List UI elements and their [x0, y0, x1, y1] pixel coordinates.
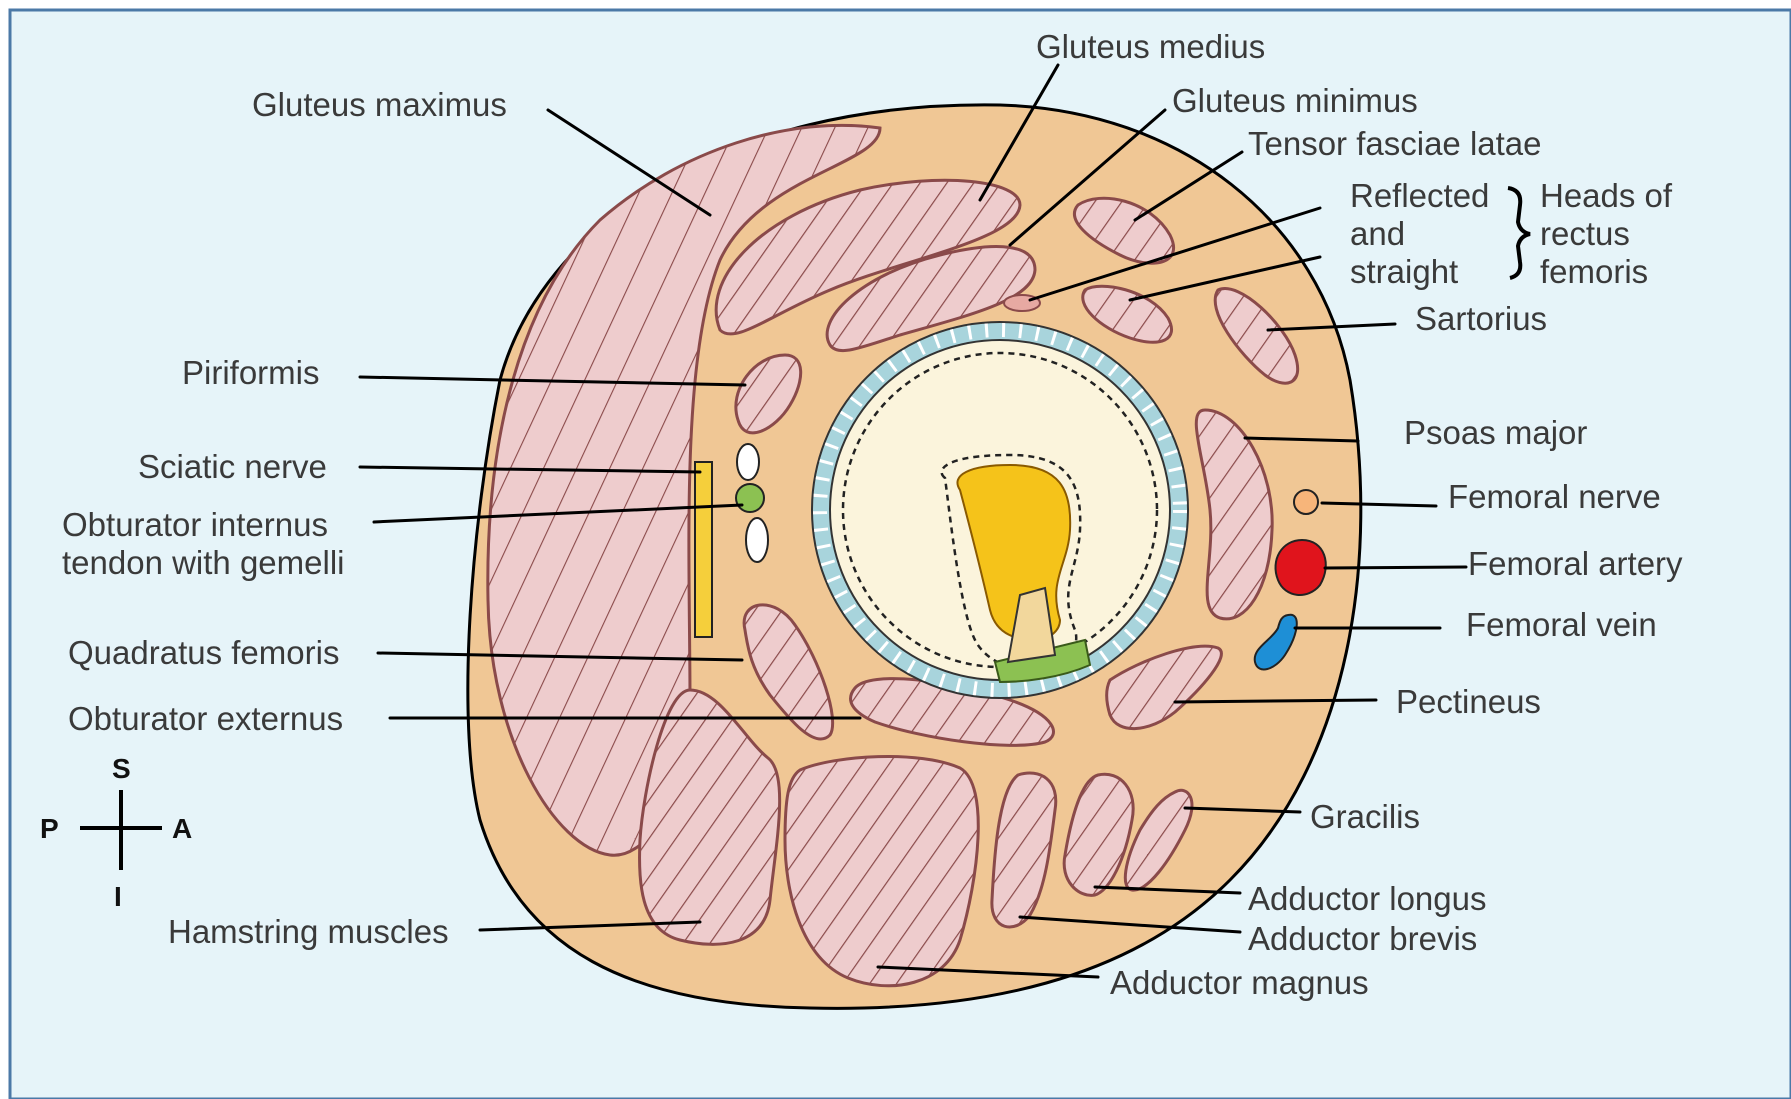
compass-inferior-label: I: [114, 881, 122, 912]
label-heads-of: Heads of: [1540, 177, 1673, 214]
label-gluteus-minimus: Gluteus minimus: [1172, 82, 1418, 119]
label-sciatic-nerve: Sciatic nerve: [138, 448, 327, 485]
compass-anterior-label: A: [172, 813, 192, 844]
label-gluteus-medius: Gluteus medius: [1036, 28, 1265, 65]
label-pectineus: Pectineus: [1396, 683, 1541, 720]
gemellus-superior-shape: [737, 444, 759, 480]
label-rectus: rectus: [1540, 215, 1630, 252]
label-femoral-vein: Femoral vein: [1466, 606, 1657, 643]
label-adductor-longus: Adductor longus: [1248, 880, 1487, 917]
label-psoas-major: Psoas major: [1404, 414, 1587, 451]
gemellus-inferior-shape: [746, 518, 768, 562]
label-obturator-internus-line1: Obturator internus: [62, 506, 328, 543]
label-femoral-nerve: Femoral nerve: [1448, 478, 1661, 515]
label-femoris: femoris: [1540, 253, 1648, 290]
label-obturator-externus: Obturator externus: [68, 700, 343, 737]
obturator-internus-tendon-shape: [736, 484, 764, 512]
sciatic-nerve-shape: [695, 462, 712, 637]
label-adductor-brevis: Adductor brevis: [1248, 920, 1477, 957]
label-femoral-artery: Femoral artery: [1468, 545, 1683, 582]
label-gluteus-maximus: Gluteus maximus: [252, 86, 507, 123]
label-quadratus-femoris: Quadratus femoris: [68, 634, 339, 671]
label-reflected: Reflected: [1350, 177, 1489, 214]
label-hamstring-muscles: Hamstring muscles: [168, 913, 449, 950]
femoral-artery-shape: [1275, 540, 1325, 595]
compass-posterior-label: P: [40, 813, 59, 844]
compass-superior-label: S: [112, 753, 131, 784]
label-obturator-internus-line2: tendon with gemelli: [62, 544, 345, 581]
adductor-magnus-muscle: [785, 756, 978, 985]
label-sartorius: Sartorius: [1415, 300, 1547, 337]
label-straight: straight: [1350, 253, 1458, 290]
label-gracilis: Gracilis: [1310, 798, 1420, 835]
label-piriformis: Piriformis: [182, 354, 320, 391]
label-adductor-magnus: Adductor magnus: [1110, 964, 1369, 1001]
label-tensor-fasciae-latae: Tensor fasciae latae: [1248, 125, 1542, 162]
label-and: and: [1350, 215, 1405, 252]
femoral-nerve-shape: [1294, 490, 1318, 514]
